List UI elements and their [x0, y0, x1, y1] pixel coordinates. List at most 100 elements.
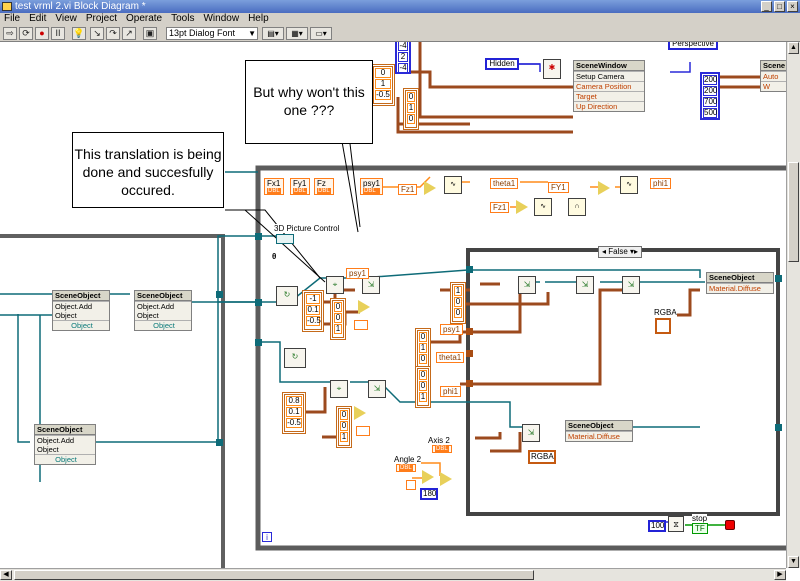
iteration-terminal: i	[262, 532, 272, 542]
rgba-cluster-1[interactable]	[655, 318, 671, 334]
angle2-control[interactable]: DBL	[396, 464, 416, 472]
multiply-node-5[interactable]	[422, 470, 434, 484]
create-transform-icon-2[interactable]: ⌖	[330, 380, 348, 398]
axis-array-z[interactable]: 0 0 1	[415, 366, 431, 408]
step-over-icon[interactable]: ↷	[106, 27, 120, 40]
case-transform-icon-2[interactable]: ⇲	[576, 276, 594, 294]
multiply-node[interactable]	[424, 181, 436, 195]
horizontal-scrollbar[interactable]: ◀ ▶	[0, 568, 786, 581]
retain-wire-values-icon[interactable]: ▣	[143, 27, 157, 40]
maximize-button[interactable]: □	[774, 1, 785, 12]
picture-control-label: 3D Picture Control	[274, 224, 340, 233]
abort-icon[interactable]: ●	[35, 27, 49, 40]
scroll-down-icon[interactable]: ▼	[788, 556, 799, 568]
menu-project[interactable]: Project	[85, 13, 117, 24]
scene-object-node-3[interactable]: SceneObject Object.Add Object Object	[34, 424, 96, 465]
scene-object-material-1[interactable]: SceneObject Material.Diffuse	[706, 272, 774, 294]
font-selector[interactable]: 13pt Dialog Font▼	[166, 27, 258, 40]
window-size-array[interactable]: 200 200 700 500	[700, 72, 720, 120]
constant-180[interactable]: 180	[420, 488, 438, 500]
run-continuously-icon[interactable]: ⟳	[19, 27, 33, 40]
multiply-node-3[interactable]	[358, 300, 370, 314]
array-constant-top[interactable]: -4 2 -4	[395, 42, 411, 74]
rgba-cluster-2[interactable]: RGBA	[528, 450, 556, 464]
translation-array-1[interactable]: -1 0.1 -0.5	[302, 290, 324, 332]
minimize-button[interactable]: _	[761, 1, 772, 12]
chart-icon-3[interactable]: ∩	[568, 198, 586, 216]
camera-setup-icon[interactable]: ✱	[543, 59, 561, 79]
rotation-array-1[interactable]: 0 0 1	[330, 298, 346, 340]
callout-translation: This translation is being done and succe…	[72, 132, 224, 208]
multiply-node-4[interactable]	[354, 406, 366, 420]
scroll-right-icon[interactable]: ▶	[774, 570, 786, 580]
scroll-left-icon[interactable]: ◀	[0, 570, 12, 580]
distribute-objects-icon[interactable]: ▦▾	[286, 27, 308, 40]
chart-icon-2[interactable]: ∿	[534, 198, 552, 216]
toolbar: ⇨ ⟳ ● II 💡 ↘ ↷ ↗ ▣ 13pt Dialog Font▼ ▤▾ …	[0, 25, 800, 42]
translate-object-icon-1[interactable]: ⇲	[362, 276, 380, 294]
step-out-icon[interactable]: ↗	[122, 27, 136, 40]
run-icon[interactable]: ⇨	[3, 27, 17, 40]
pi-constant	[406, 480, 416, 490]
case-transform-icon-1[interactable]: ⇲	[518, 276, 536, 294]
scene-window-property-node[interactable]: SceneWindow Setup Camera Camera Position…	[573, 60, 645, 112]
menu-file[interactable]: File	[4, 13, 21, 24]
chart-icon-4[interactable]: ∿	[620, 176, 638, 194]
scene-object-material-2[interactable]: SceneObject Material.Diffuse	[565, 420, 633, 442]
translate-object-icon-2[interactable]: ⇲	[368, 380, 386, 398]
menu-edit[interactable]: Edit	[29, 13, 47, 24]
3d-picture-control-terminal[interactable]	[276, 234, 294, 244]
multiply-node-2[interactable]	[598, 181, 610, 195]
reorder-icon[interactable]: ▭▾	[310, 27, 332, 40]
axis-array-y[interactable]: 0 1 0	[415, 328, 431, 370]
axis2-control[interactable]: DBL	[432, 445, 452, 453]
axis2-label: Axis 2	[428, 436, 450, 445]
menu-operate[interactable]: Operate	[125, 13, 163, 24]
rotation-axis-icon[interactable]: ↻	[276, 286, 298, 306]
close-button[interactable]: ×	[787, 1, 798, 12]
waveform-chart-icon[interactable]: ∿	[444, 176, 462, 194]
scene-object-node-2[interactable]: SceneObject Object.Add Object Object	[134, 290, 192, 331]
block-diagram-canvas[interactable]: -4 2 -4 0 1 -0.5 0 1 0 Hidden ✱ SceneWin…	[0, 42, 786, 568]
vertical-scroll-thumb[interactable]	[788, 162, 799, 262]
theta1-indicator: theta1	[490, 178, 519, 189]
scene-object-node-1[interactable]: SceneObject Object.Add Object Object	[52, 290, 110, 331]
fz1b-indicator: Fz1	[490, 202, 510, 213]
compare-node[interactable]	[516, 200, 528, 214]
array-constant-top-left[interactable]: 0 1 -0.5	[371, 64, 395, 106]
align-objects-icon[interactable]: ▤▾	[262, 27, 284, 40]
highlight-execution-icon[interactable]: 💡	[72, 27, 86, 40]
vertical-scrollbar[interactable]: ▲ ▼	[786, 42, 800, 568]
wait-ms-icon[interactable]: ⧖	[668, 516, 684, 532]
hidden-enum-constant[interactable]: Hidden	[485, 58, 519, 70]
case-transform-icon-4[interactable]: ⇲	[522, 424, 540, 442]
callout-question: But why won't this one ???	[245, 60, 373, 144]
axis-array-x[interactable]: 1 0 0	[450, 282, 466, 324]
menu-window[interactable]: Window	[203, 13, 240, 24]
rotation-array-2[interactable]: 0 0 1	[336, 406, 352, 448]
menu-tools[interactable]: Tools	[171, 13, 195, 24]
stop-terminal-icon[interactable]	[725, 520, 735, 530]
case-transform-icon-3[interactable]: ⇲	[622, 276, 640, 294]
menu-view[interactable]: View	[55, 13, 77, 24]
pause-icon[interactable]: II	[51, 27, 65, 40]
constant-100[interactable]: 100	[648, 520, 666, 532]
array-constant-top-mid[interactable]: 0 1 0	[403, 88, 419, 130]
scroll-up-icon[interactable]: ▲	[788, 42, 799, 54]
perspective-enum-constant[interactable]: Perspective	[668, 42, 718, 50]
horizontal-scroll-thumb[interactable]	[14, 570, 534, 580]
scene-property-node-right[interactable]: Scene Auto W	[760, 60, 786, 92]
create-transform-icon-1[interactable]: ⌖	[326, 276, 344, 294]
translation-array-2[interactable]: 0.8 0.1 -0.5	[282, 392, 306, 434]
stop-control[interactable]: TF	[692, 523, 708, 534]
menu-help[interactable]: Help	[248, 13, 269, 24]
divide-node[interactable]	[440, 472, 452, 486]
case-selector[interactable]: ◂ False ▾▸	[598, 246, 643, 258]
rotation-axis-icon-2[interactable]: ↻	[284, 348, 306, 368]
phi1-indicator: phi1	[650, 178, 672, 189]
step-into-icon[interactable]: ↘	[90, 27, 104, 40]
